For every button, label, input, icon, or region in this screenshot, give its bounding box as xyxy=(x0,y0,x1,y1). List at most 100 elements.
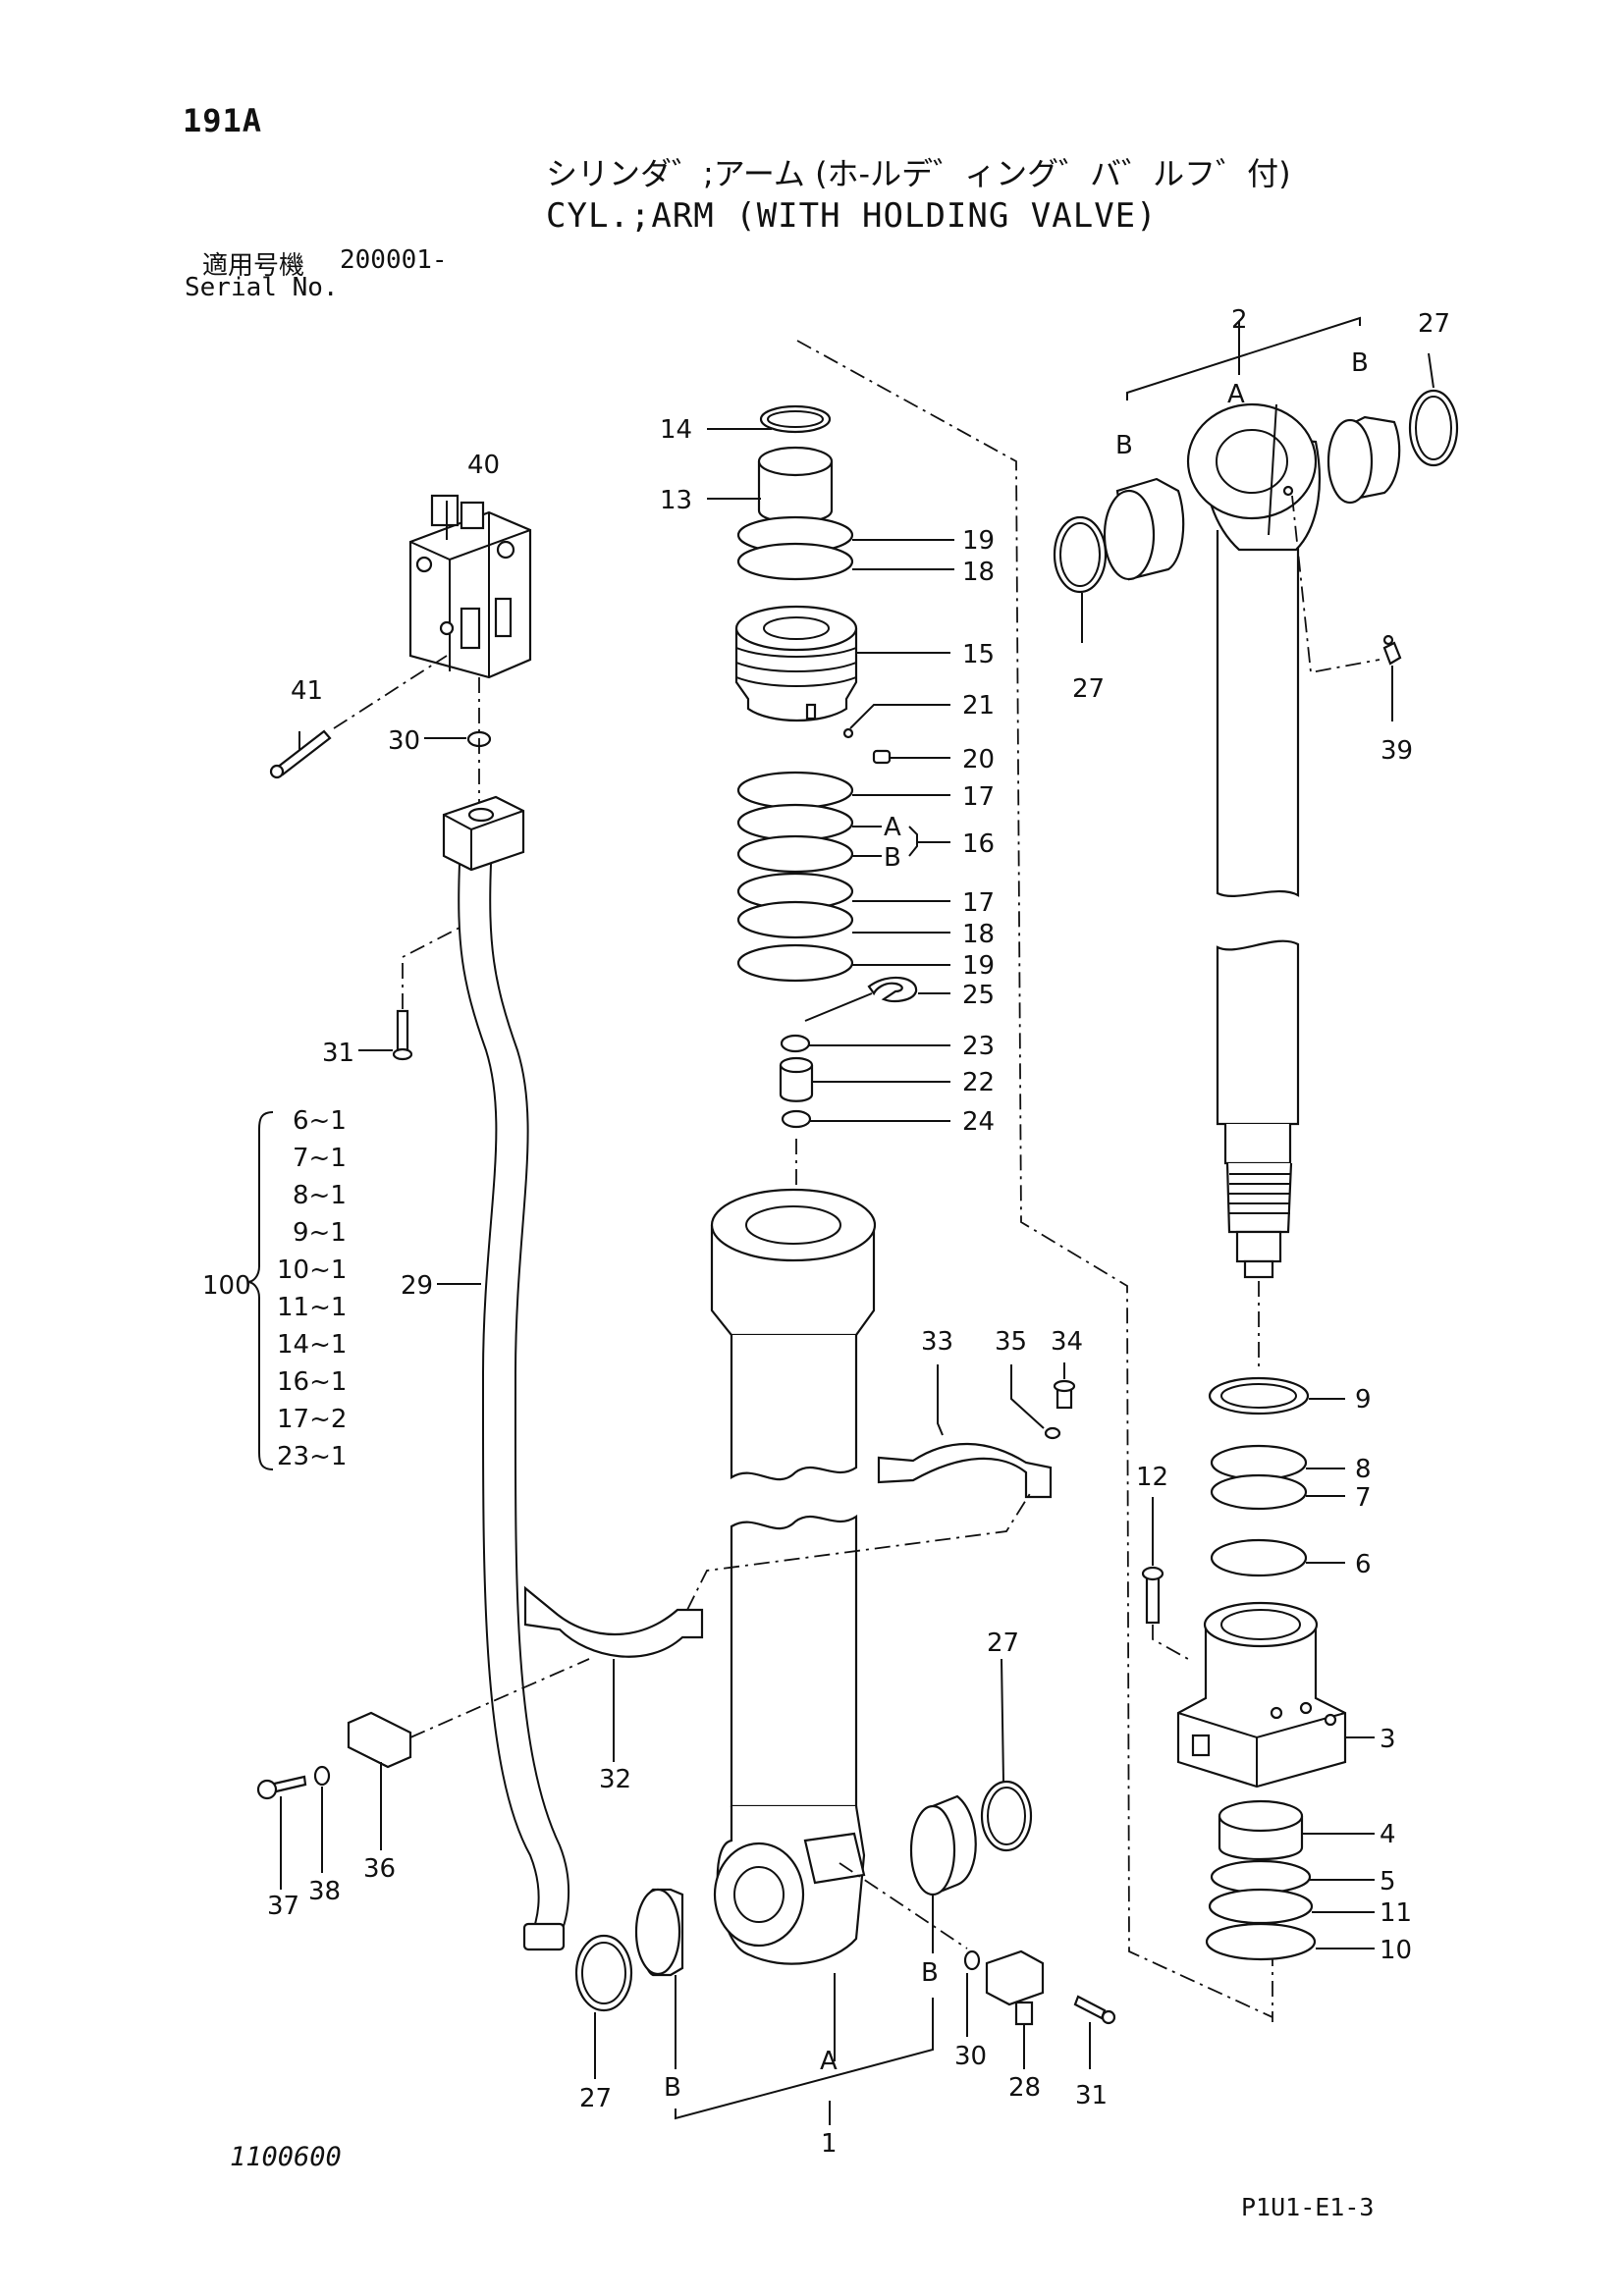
callout-30-upper: 30 xyxy=(388,726,420,756)
callout-a-top: A xyxy=(1227,380,1245,409)
callout-b-top-right: B xyxy=(1351,348,1369,378)
ring-23 xyxy=(780,1034,811,1053)
callout-17-lower: 17 xyxy=(962,888,995,918)
callout-7: 7 xyxy=(1355,1483,1372,1513)
callout-22: 22 xyxy=(962,1068,995,1097)
holding-valve xyxy=(408,494,532,679)
seal-27-upper-right xyxy=(1408,389,1459,467)
ring-16a xyxy=(736,803,854,842)
callout-29: 29 xyxy=(401,1271,433,1301)
bolt-31-left xyxy=(392,1009,413,1061)
callout-40: 40 xyxy=(467,451,500,480)
band-32 xyxy=(523,1585,704,1658)
title-english: CYL.;ARM (WITH HOLDING VALVE) xyxy=(546,196,1158,236)
kit-item: 6~1 xyxy=(293,1106,347,1136)
ring-7 xyxy=(1210,1473,1308,1511)
callout-13: 13 xyxy=(660,486,692,515)
clip-25 xyxy=(867,976,918,1002)
ring-14 xyxy=(759,404,832,434)
seal-27-lower-right xyxy=(980,1780,1033,1852)
callout-16: 16 xyxy=(962,829,995,859)
callout-41: 41 xyxy=(291,676,323,706)
bushing-22 xyxy=(779,1056,814,1102)
callout-6: 6 xyxy=(1355,1550,1372,1579)
callout-35: 35 xyxy=(995,1327,1027,1357)
callout-31-left: 31 xyxy=(322,1039,354,1068)
page-number: 191A xyxy=(183,102,263,139)
callout-27-lower-left: 27 xyxy=(579,2084,612,2113)
ball-21 xyxy=(842,727,854,739)
callout-36: 36 xyxy=(363,1854,396,1884)
bushing-13 xyxy=(757,446,834,524)
callout-3: 3 xyxy=(1380,1725,1396,1754)
kit-item: 11~1 xyxy=(277,1293,347,1322)
kit-item: 14~1 xyxy=(277,1330,347,1360)
kit-item: 9~1 xyxy=(293,1218,347,1248)
tube-29 xyxy=(442,795,570,1951)
cylinder-tube-1 xyxy=(710,1188,877,1965)
callout-12: 12 xyxy=(1136,1463,1168,1492)
callout-15: 15 xyxy=(962,640,995,669)
bolt-37 xyxy=(256,1775,307,1800)
kit-item: 7~1 xyxy=(293,1144,347,1173)
callout-a-bottom: A xyxy=(820,2047,838,2076)
callout-labels: 14 13 19 18 15 21 20 17 A 16 B 17 18 19 … xyxy=(267,305,1450,2159)
bolt-34 xyxy=(1053,1379,1076,1410)
callout-38: 38 xyxy=(308,1877,341,1906)
callout-18-upper: 18 xyxy=(962,558,995,587)
serial-label-english: Serial No. xyxy=(185,273,339,302)
ring-11 xyxy=(1208,1888,1314,1925)
rod-head-15 xyxy=(734,605,858,722)
callout-24: 24 xyxy=(962,1107,995,1137)
callout-b-top-left: B xyxy=(1115,431,1133,460)
bolt-12 xyxy=(1141,1566,1164,1625)
bushing-b-lower-right xyxy=(909,1794,977,1896)
callout-27-upper-left: 27 xyxy=(1072,674,1105,704)
ring-19-lower xyxy=(736,943,854,983)
grease-fitting-39 xyxy=(1382,634,1402,666)
callout-a-mid: A xyxy=(884,813,901,842)
callout-34: 34 xyxy=(1051,1327,1083,1357)
ring-17-upper xyxy=(736,771,854,810)
kit-item: 16~1 xyxy=(277,1367,347,1397)
piston-rod-2 xyxy=(1186,402,1322,1279)
title-japanese: シリンダ゛;アーム (ホ-ルデ゛ィング゛バ゛ルフ゛付) xyxy=(546,155,1291,192)
callout-37: 37 xyxy=(267,1892,299,1921)
callout-8: 8 xyxy=(1355,1455,1372,1484)
ring-16b xyxy=(736,834,854,874)
kit-item: 8~1 xyxy=(293,1181,347,1210)
callout-14: 14 xyxy=(660,415,692,445)
bushing-4 xyxy=(1218,1799,1304,1861)
callout-9: 9 xyxy=(1355,1385,1372,1415)
kit-item: 23~1 xyxy=(277,1442,347,1471)
seal-27-upper-left xyxy=(1053,515,1108,594)
bolt-41 xyxy=(269,729,332,779)
leader-lines xyxy=(280,316,1435,2125)
kit-item: 10~1 xyxy=(277,1255,347,1285)
callout-20: 20 xyxy=(962,745,995,774)
callout-2: 2 xyxy=(1231,305,1248,335)
callout-27-mid-right: 27 xyxy=(987,1629,1019,1658)
bushing-b-upper-right xyxy=(1326,415,1401,505)
callout-b-mid: B xyxy=(884,843,901,873)
set-screw-20 xyxy=(872,749,892,765)
callout-19-upper: 19 xyxy=(962,526,995,556)
ring-18-lower xyxy=(736,900,854,939)
fitting-28 xyxy=(985,1949,1045,2026)
kit-number: 100 xyxy=(202,1271,251,1301)
bushing-b-upper-left xyxy=(1103,477,1185,581)
callout-4: 4 xyxy=(1380,1820,1396,1849)
callout-30-lower: 30 xyxy=(954,2042,987,2071)
callout-b-bottom-right: B xyxy=(921,1958,939,1988)
callout-27-upper-right: 27 xyxy=(1418,309,1450,339)
ring-10 xyxy=(1205,1922,1317,1961)
bushing-b-lower-left xyxy=(634,1888,684,1977)
callout-11: 11 xyxy=(1380,1898,1412,1928)
washer-38 xyxy=(313,1765,331,1787)
callout-b-bottom-left: B xyxy=(664,2073,681,2103)
drawing-number: 1100600 xyxy=(230,2142,342,2172)
band-33 xyxy=(877,1442,1053,1499)
callout-25: 25 xyxy=(962,981,995,1010)
washer-35 xyxy=(1044,1426,1061,1440)
